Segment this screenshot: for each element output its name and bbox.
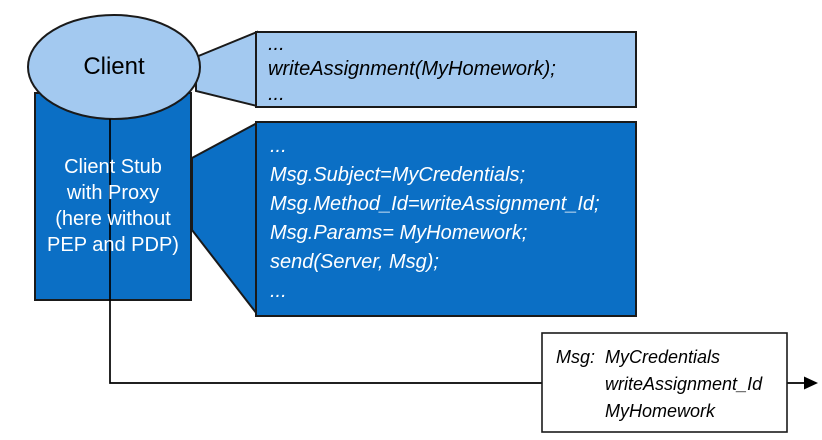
message-box-content: Msg: MyCredentials writeAssignment_Id My… bbox=[556, 344, 762, 425]
client-stub-label-line: with Proxy bbox=[66, 182, 160, 204]
client-stub-label-line: Client Stub bbox=[64, 156, 162, 178]
code-line: Msg.Params= MyHomework; bbox=[270, 222, 528, 244]
code-line: ... bbox=[268, 83, 285, 105]
code-line: writeAssignment(MyHomework); bbox=[268, 58, 556, 80]
code-line: Msg.Method_Id=writeAssignment_Id; bbox=[270, 193, 600, 215]
client-stub-label-line: PEP and PDP) bbox=[47, 234, 179, 256]
stub-callout-tail bbox=[191, 121, 258, 317]
user-callout-tail bbox=[195, 30, 258, 108]
stub-code-callout-text: ... Msg.Subject=MyCredentials; Msg.Metho… bbox=[270, 122, 600, 316]
client-label: Client bbox=[83, 53, 145, 80]
client-ellipse bbox=[27, 14, 201, 120]
message-box-values: MyCredentials writeAssignment_Id MyHomew… bbox=[605, 344, 762, 425]
client-stub-shape bbox=[34, 92, 192, 301]
code-line: ... bbox=[270, 135, 287, 157]
code-line: ... bbox=[270, 280, 287, 302]
code-line: Msg.Subject=MyCredentials; bbox=[270, 164, 526, 186]
message-value: writeAssignment_Id bbox=[605, 374, 763, 394]
client-stub-label: Client Stub with Proxy (here without PEP… bbox=[35, 154, 191, 258]
message-box-shape bbox=[541, 332, 788, 433]
message-value: MyHomework bbox=[605, 401, 716, 421]
message-value: MyCredentials bbox=[605, 347, 721, 367]
flow-arrowhead-icon bbox=[804, 376, 818, 390]
code-line: ... bbox=[268, 33, 285, 55]
code-line: send(Server, Msg); bbox=[270, 251, 439, 273]
message-box-label: Msg: bbox=[556, 347, 596, 367]
user-callout-box bbox=[255, 31, 637, 108]
user-code-callout-text: ... writeAssignment(MyHomework); ... bbox=[268, 32, 556, 107]
client-stub-label-line: (here without bbox=[55, 208, 171, 230]
stub-callout-box bbox=[255, 121, 637, 317]
